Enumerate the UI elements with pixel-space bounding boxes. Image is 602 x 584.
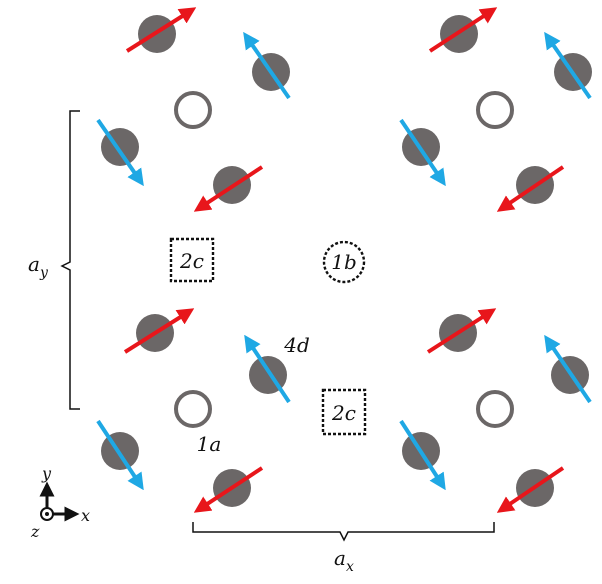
magnetic-atom (96, 419, 144, 491)
spin-blue-arrow-icon (399, 419, 446, 491)
site-2c-marker-right (321, 388, 367, 436)
ax-label: ax (334, 546, 354, 575)
magnetic-atom (193, 165, 264, 212)
spin-blue-arrow-icon (96, 419, 144, 491)
spin-red-arrow-icon (496, 466, 565, 513)
magnetic-atom (399, 118, 446, 187)
spin-blue-arrow-icon (544, 31, 592, 100)
vacancy-ring (174, 91, 212, 129)
magnetic-atom (193, 466, 264, 513)
magnetic-atoms (96, 7, 592, 513)
magnetic-atom (96, 118, 144, 187)
coordinate-axes: y x z (30, 464, 90, 541)
spin-red-arrow-icon (193, 466, 264, 513)
spin-red-arrow-icon (125, 7, 197, 53)
site-4d-label: 4d (283, 333, 310, 357)
site-1a-label: 1a (197, 432, 222, 456)
spin-red-arrow-icon (428, 7, 498, 53)
z-axis-label: z (30, 522, 40, 541)
vacancy-ring (476, 91, 514, 129)
magnetic-atom (123, 308, 195, 354)
magnetic-atom (244, 334, 291, 404)
spin-red-arrow-icon (426, 308, 497, 354)
spin-blue-arrow-icon (96, 118, 144, 187)
site-2c-label-left: 2c (179, 249, 204, 273)
spin-blue-arrow-icon (243, 31, 291, 100)
ay-label: ay (28, 252, 49, 281)
spin-red-arrow-icon (496, 165, 565, 212)
magnetic-atom (544, 31, 592, 100)
vacancy-ring (174, 390, 212, 428)
magnetic-atom (243, 31, 291, 100)
spin-blue-arrow-icon (544, 334, 592, 404)
spin-red-arrow-icon (193, 165, 264, 212)
y-axis-label: y (41, 464, 52, 483)
x-axis-label: x (81, 506, 90, 525)
magnetic-atom (496, 466, 565, 513)
z-axis-dot (45, 512, 49, 516)
spin-blue-arrow-icon (399, 118, 446, 187)
magnetic-atom (496, 165, 565, 212)
ay-brace (60, 110, 80, 410)
magnetic-atom (125, 7, 197, 53)
site-2c-label-right: 2c (331, 401, 356, 425)
site-1b-label: 1b (331, 250, 357, 274)
site-1b-marker (322, 240, 366, 284)
spin-blue-arrow-icon (244, 334, 291, 404)
spin-red-arrow-icon (123, 308, 195, 354)
vacancy-sites (174, 91, 514, 428)
magnetic-atom (399, 419, 446, 491)
magnetic-atom (544, 334, 592, 404)
magnetic-atom (428, 7, 498, 53)
magnetic-atom (426, 308, 497, 354)
vacancy-ring (476, 390, 514, 428)
ax-brace (192, 522, 495, 542)
site-2c-marker-left (169, 237, 215, 283)
